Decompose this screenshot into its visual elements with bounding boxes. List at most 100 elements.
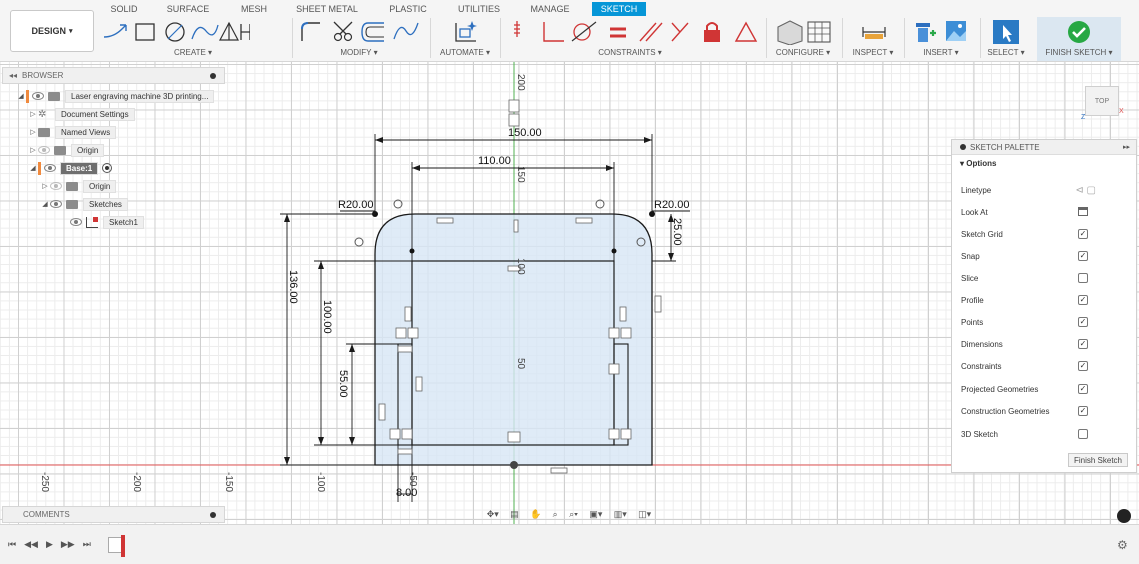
tab-sheet-metal[interactable]: SHEET METAL [296, 4, 358, 14]
visibility-icon[interactable] [32, 92, 44, 100]
tab-sketch[interactable]: SKETCH [592, 2, 646, 16]
tree-item-origin[interactable]: ▷ Origin [28, 142, 105, 158]
look-at-icon[interactable] [1078, 207, 1088, 216]
settings-gear-icon[interactable]: ⚙ [1117, 538, 1128, 552]
pan-icon[interactable]: ✋ [530, 508, 542, 519]
tree-item-label: Document Settings [55, 107, 135, 121]
go-to-end-icon[interactable]: ⏭ [82, 539, 91, 549]
tab-solid[interactable]: SOLID [110, 4, 138, 14]
visibility-icon[interactable] [70, 218, 82, 226]
folder-icon [54, 145, 66, 155]
view-cube-face[interactable]: TOP [1094, 97, 1110, 105]
expand-icon[interactable]: ▷ [30, 147, 36, 154]
grid-settings-icon[interactable]: ▥▾ [613, 508, 627, 519]
comments-header[interactable]: COMMENTS [2, 506, 225, 523]
slice-row: Slice [961, 271, 1129, 285]
palette-finish-sketch-button[interactable]: Finish Sketch [1068, 453, 1128, 467]
palette-header[interactable]: SKETCH PALETTE ▸▸ [952, 140, 1136, 155]
finish-sketch-button[interactable] [1064, 19, 1094, 45]
tab-surface[interactable]: SURFACE [166, 4, 210, 14]
pin-icon[interactable] [210, 72, 216, 79]
measure-icon[interactable] [858, 19, 890, 45]
play-icon[interactable]: ▶ [45, 539, 53, 549]
inspect-menu[interactable]: INSPECT ▾ [852, 48, 894, 57]
divider [766, 18, 767, 58]
tree-item-label: Base:1 [60, 161, 99, 175]
select-icon[interactable] [990, 19, 1022, 45]
tab-mesh[interactable]: MESH [240, 4, 267, 14]
zoom-icon[interactable]: ⌕ [552, 508, 558, 519]
pin-icon[interactable] [960, 144, 966, 150]
expand-icon[interactable]: ▷ [30, 129, 36, 136]
profile-checkbox[interactable]: ✓ [1078, 295, 1088, 305]
divider [292, 18, 293, 58]
tree-item-sketch1[interactable]: Sketch1 [70, 214, 144, 230]
tree-item-base-origin[interactable]: ▷ Origin [40, 178, 117, 194]
points-checkbox[interactable]: ✓ [1078, 317, 1088, 327]
tab-plastic[interactable]: PLASTIC [389, 4, 427, 14]
configure-menu[interactable]: CONFIGURE ▾ [775, 48, 831, 57]
visibility-icon[interactable] [50, 200, 62, 208]
timeline-sketch-feature-icon[interactable] [108, 537, 122, 553]
3d-sketch-checkbox[interactable] [1078, 429, 1088, 439]
view-cube[interactable]: TOP [1085, 86, 1119, 116]
visibility-icon[interactable] [50, 182, 62, 190]
visibility-icon[interactable] [38, 146, 50, 154]
profile-row: Profile ✓ [961, 293, 1129, 307]
projected-geometries-checkbox[interactable]: ✓ [1078, 384, 1088, 394]
dimensions-checkbox[interactable]: ✓ [1078, 339, 1088, 349]
tree-item-document-settings[interactable]: ▷ ✲ Document Settings [28, 106, 135, 122]
palette-title: SKETCH PALETTE [970, 142, 1040, 152]
tree-item-sketches[interactable]: ◢ Sketches [40, 196, 128, 212]
constraints-checkbox[interactable]: ✓ [1078, 361, 1088, 371]
collapse-icon[interactable]: ◂◂ [9, 71, 18, 80]
expand-icon[interactable]: ◢ [42, 201, 48, 208]
timeline-marker[interactable] [121, 535, 125, 557]
linetype-icon[interactable]: ⊲ ▢ [1075, 184, 1096, 196]
tree-item-base[interactable]: ◢ Base:1 [28, 160, 113, 176]
expand-icon[interactable]: ▷ [42, 183, 48, 190]
insert-menu[interactable]: INSERT ▾ [923, 48, 959, 57]
tab-utilities[interactable]: UTILITIES [457, 4, 500, 14]
slice-checkbox[interactable] [1078, 273, 1088, 283]
sketch-grid-checkbox[interactable]: ✓ [1078, 229, 1088, 239]
display-settings-icon[interactable]: ▣▾ [589, 508, 603, 519]
row-label: Sketch Grid [961, 229, 1003, 239]
dim-radius-left: R20.00 [338, 199, 373, 211]
create-menu[interactable]: CREATE ▾ [173, 48, 213, 57]
constraints-menu[interactable]: CONSTRAINTS ▾ [598, 48, 662, 57]
fit-icon[interactable]: ⌕▾ [569, 508, 578, 519]
tab-manage[interactable]: MANAGE [530, 4, 570, 14]
orbit-icon[interactable]: ✥▾ [486, 508, 499, 519]
tree-item-document[interactable]: ◢ Laser engraving machine 3D printing... [16, 88, 215, 104]
tree-item-named-views[interactable]: ▷ Named Views [28, 124, 117, 140]
options-section-toggle[interactable]: ▾ Options [960, 158, 997, 168]
row-label: Profile [961, 295, 984, 305]
expand-icon[interactable]: ▷ [30, 111, 36, 118]
folder-icon [38, 127, 50, 137]
activate-radio-icon[interactable] [102, 163, 113, 173]
automate-menu[interactable]: AUTOMATE ▾ [440, 48, 490, 57]
automate-icon[interactable] [448, 19, 482, 45]
expand-icon[interactable]: ◢ [30, 165, 36, 172]
component-icon [48, 91, 60, 101]
divider [430, 18, 431, 58]
browser-header[interactable]: ◂◂ BROWSER [2, 67, 225, 84]
expand-icon[interactable]: ▸▸ [1122, 144, 1130, 151]
pin-icon[interactable] [210, 511, 216, 518]
snap-checkbox[interactable]: ✓ [1078, 251, 1088, 261]
modify-menu[interactable]: MODIFY ▾ [340, 48, 378, 57]
step-forward-icon[interactable]: ▶▶ [60, 539, 75, 549]
go-to-start-icon[interactable]: ⏮ [8, 539, 17, 549]
sketch-canvas[interactable]: 150.00 110.00 R20.00 R20.00 8.00 136.00 … [0, 62, 1139, 524]
visibility-icon[interactable] [44, 164, 56, 172]
workspace-switcher[interactable]: DESIGN ▾ [10, 10, 94, 52]
look-at-icon[interactable]: ▤ [510, 508, 519, 519]
finish-sketch-menu[interactable]: FINISH SKETCH ▾ [1045, 48, 1113, 57]
construction-geometries-checkbox[interactable]: ✓ [1078, 406, 1088, 416]
chat-icon[interactable] [1117, 509, 1131, 523]
viewports-icon[interactable]: ◫▾ [638, 508, 652, 519]
step-back-icon[interactable]: ◀◀ [24, 539, 38, 549]
expand-icon[interactable]: ◢ [18, 93, 24, 100]
select-menu[interactable]: SELECT ▾ [987, 48, 1025, 57]
